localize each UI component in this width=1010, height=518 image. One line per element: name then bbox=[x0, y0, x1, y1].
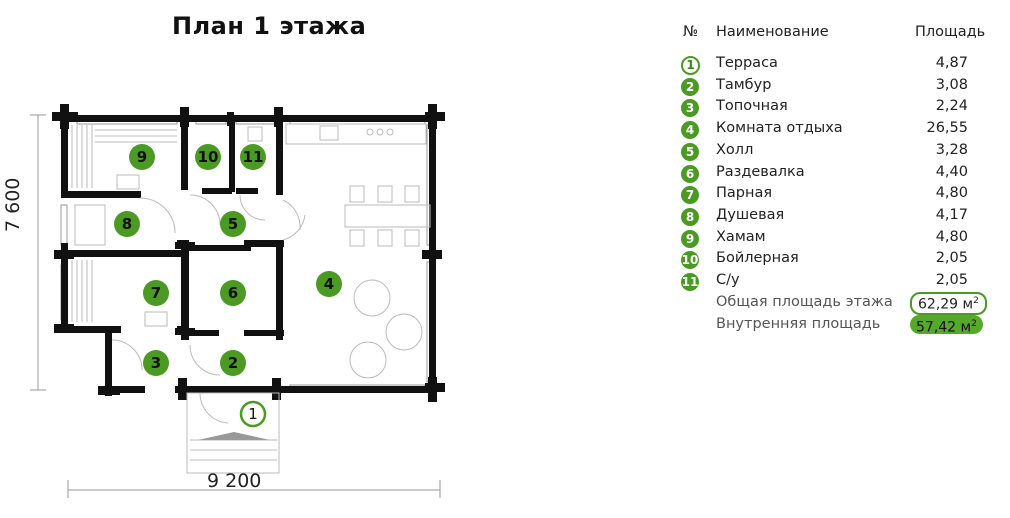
room-marker-8 bbox=[114, 211, 140, 237]
height-dimension: 7 600 bbox=[2, 177, 24, 232]
room-marker-9-label: 9 bbox=[137, 148, 147, 166]
door-swings bbox=[111, 194, 306, 424]
room-marker-11-label: 11 bbox=[243, 148, 264, 166]
room-marker-5 bbox=[220, 211, 246, 237]
room-marker-3 bbox=[143, 350, 169, 376]
room-markers: 9 10 11 8 5 7 6 4 3 2 1 bbox=[114, 144, 342, 428]
furniture bbox=[116, 123, 431, 379]
benches bbox=[71, 125, 177, 327]
room-marker-11 bbox=[240, 144, 266, 170]
width-dimension: 9 200 bbox=[207, 470, 262, 492]
room-marker-1 bbox=[239, 400, 267, 428]
room-marker-10 bbox=[195, 144, 221, 170]
room-marker-7-label: 7 bbox=[151, 284, 161, 302]
room-marker-6-label: 6 bbox=[228, 284, 238, 302]
walls bbox=[52, 104, 445, 402]
page-title: План 1 этажа bbox=[172, 12, 367, 40]
terrace-steps bbox=[186, 392, 280, 474]
room-marker-9 bbox=[129, 144, 155, 170]
room-marker-4 bbox=[316, 271, 342, 297]
dimension-lines bbox=[30, 114, 441, 498]
room-marker-5-label: 5 bbox=[228, 215, 238, 233]
room-marker-7 bbox=[143, 280, 169, 306]
room-marker-3-label: 3 bbox=[151, 354, 161, 372]
room-marker-4-label: 4 bbox=[324, 275, 334, 293]
room-marker-1-label: 1 bbox=[248, 405, 258, 423]
room-marker-8-label: 8 bbox=[122, 215, 132, 233]
room-marker-2-label: 2 bbox=[228, 354, 238, 372]
room-marker-6 bbox=[220, 280, 246, 306]
room-marker-2 bbox=[220, 350, 246, 376]
room-marker-10-label: 10 bbox=[198, 148, 219, 166]
